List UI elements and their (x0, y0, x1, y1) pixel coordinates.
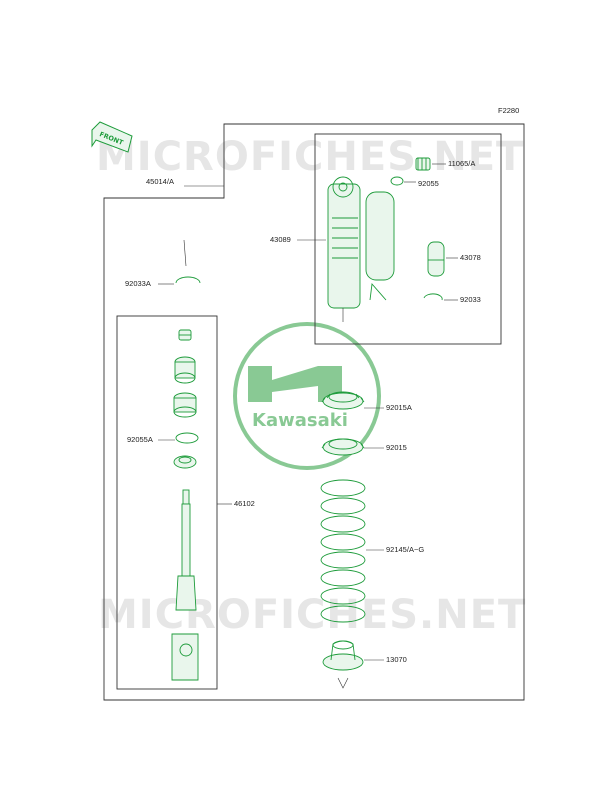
watermark-bottom: MICROFICHES.NET (98, 592, 526, 638)
circlip-left-part (175, 239, 201, 284)
piston-rod-part (171, 489, 199, 681)
oring-92055A-part (175, 432, 199, 444)
label-92033: 92033 (460, 295, 481, 304)
label-13070: 13070 (386, 655, 407, 664)
nut-part (178, 329, 192, 341)
spring-nut-a-part (321, 391, 365, 410)
label-92033A: 92033A (125, 279, 151, 288)
oring-92055-part (390, 176, 404, 186)
label-43078: 43078 (460, 253, 481, 262)
bumper-part (173, 455, 197, 469)
spring-guide-part (322, 640, 364, 689)
shock-body-part (327, 176, 395, 322)
label-46102: 46102 (234, 499, 255, 508)
label-43089: 43089 (270, 235, 291, 244)
shock-body-frame (314, 133, 502, 345)
spring-part (320, 479, 366, 623)
circlip-right-part (423, 293, 443, 301)
label-92145: 92145/A~G (386, 545, 424, 554)
seal-head-part (174, 356, 196, 384)
kawasaki-logo: Kawasaki (233, 322, 381, 470)
front-arrow-icon: FRONT (91, 121, 133, 153)
label-92055A: 92055A (127, 435, 153, 444)
assembly-frame (103, 123, 525, 701)
label-11065: 11065/A (448, 159, 475, 168)
spring-nut-b-part (321, 438, 365, 456)
piston-part (173, 392, 197, 418)
reservoir-cap-part (427, 241, 445, 277)
figure-code: F2280 (498, 106, 519, 115)
kawasaki-logo-text: Kawasaki (252, 410, 348, 431)
valve-part (415, 157, 431, 171)
label-92015A: 92015A (386, 403, 412, 412)
label-45014: 45014/A (146, 177, 174, 186)
label-92015: 92015 (386, 443, 407, 452)
rod-assembly-frame (116, 315, 218, 690)
label-92055: 92055 (418, 179, 439, 188)
watermark-top: MICROFICHES.NET (96, 134, 524, 180)
